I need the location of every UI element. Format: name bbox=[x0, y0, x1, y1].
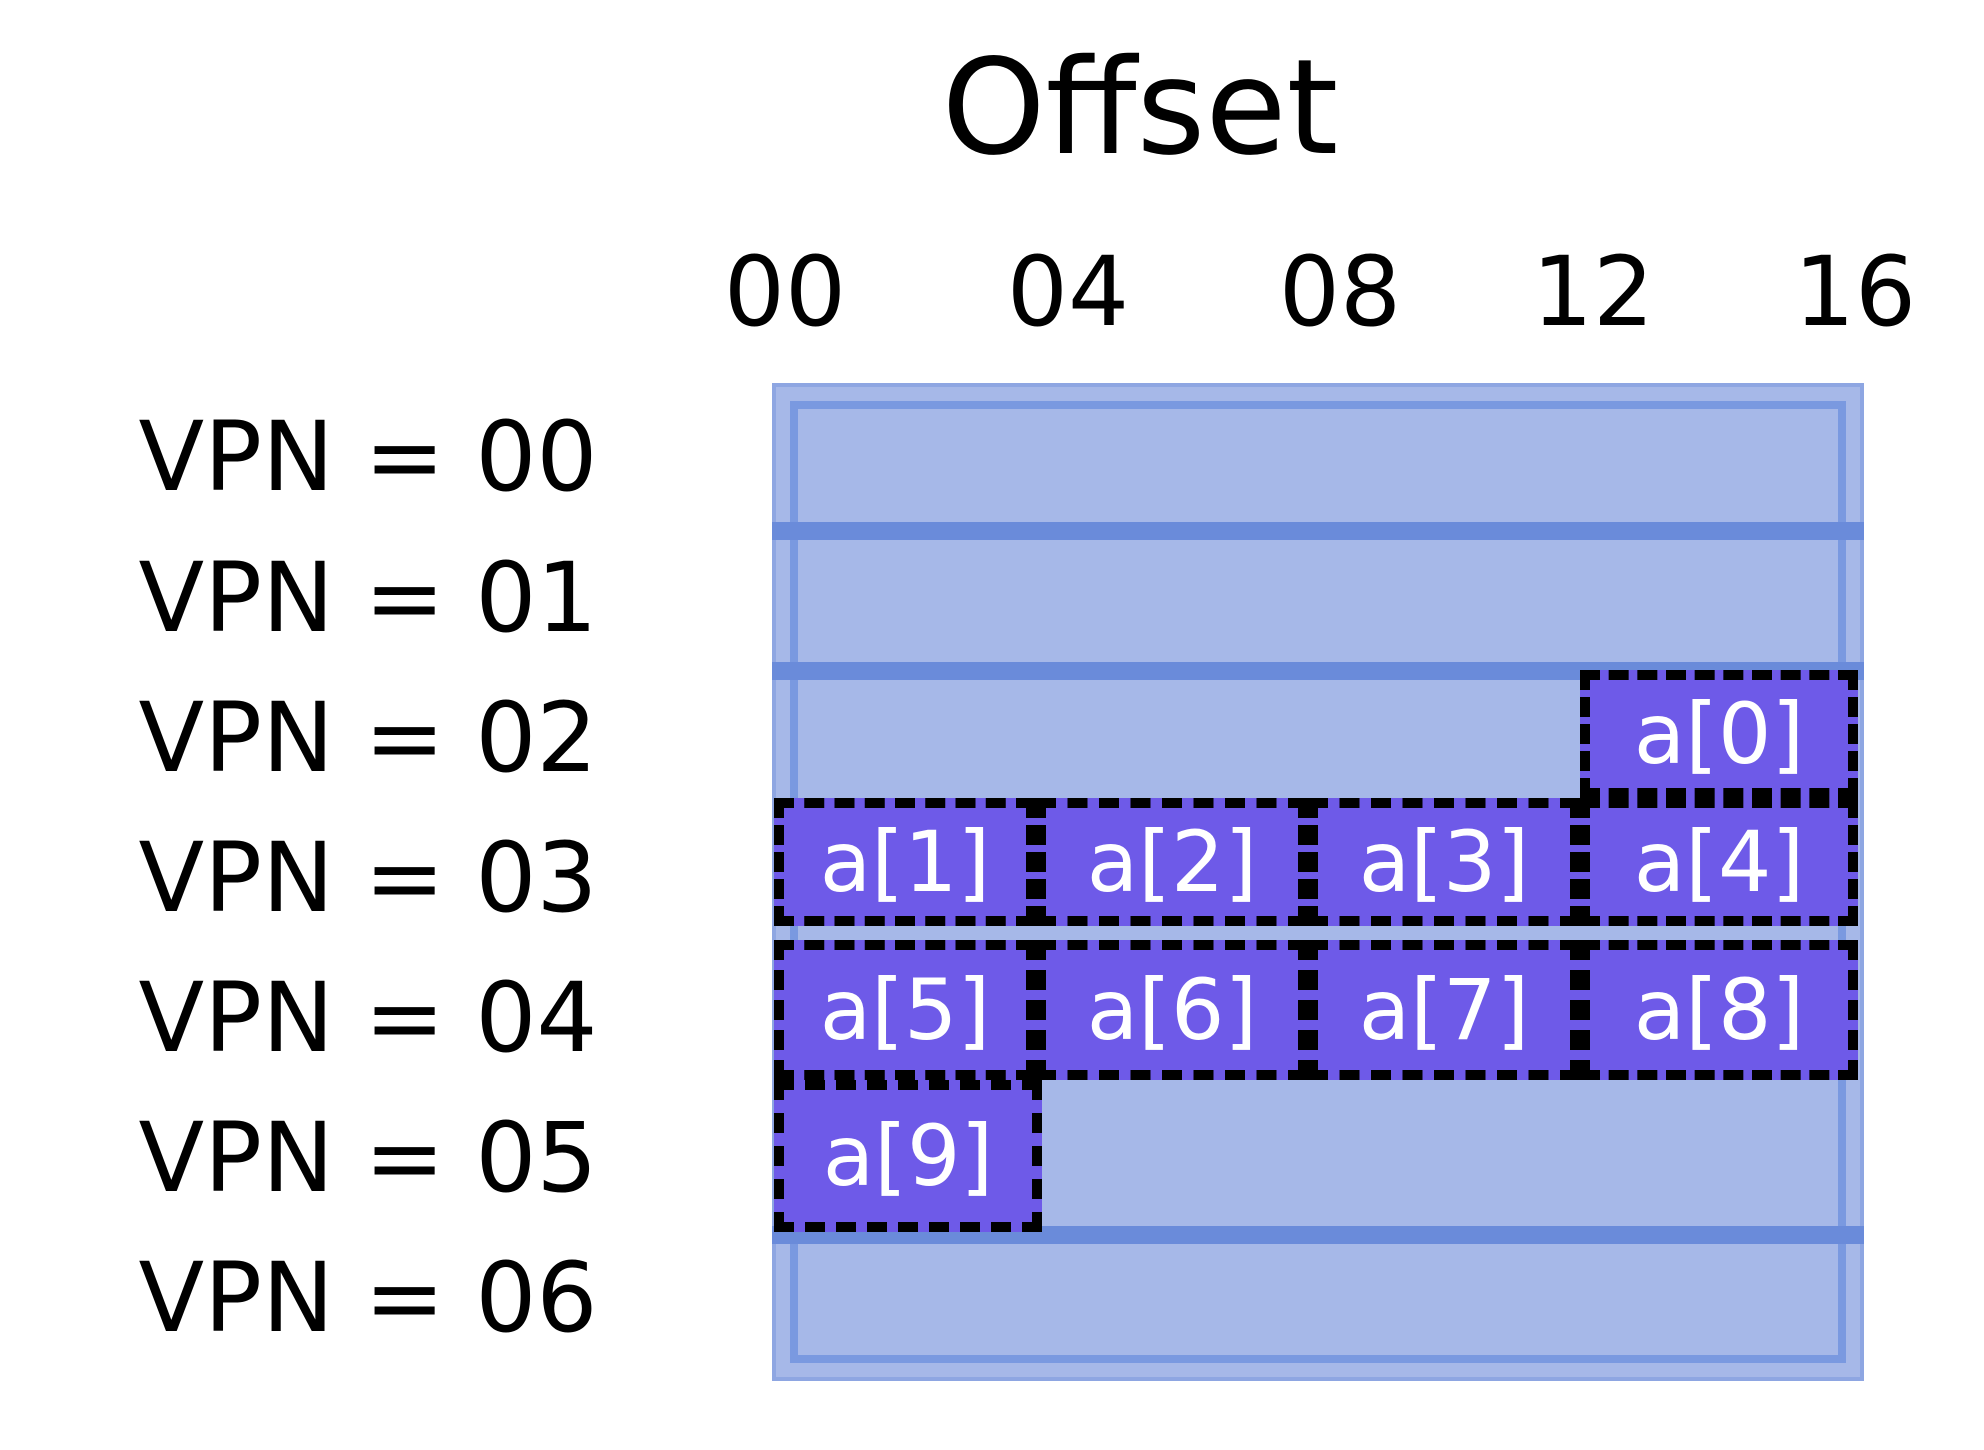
array-element-label: a[5] bbox=[819, 961, 991, 1059]
offset-tick-08: 08 bbox=[1278, 236, 1402, 348]
row-separator bbox=[772, 1226, 1864, 1244]
offset-tick-00: 00 bbox=[723, 236, 847, 348]
array-element-label: a[6] bbox=[1086, 961, 1258, 1059]
array-element-label: a[3] bbox=[1358, 813, 1530, 911]
row-label-vpn-05: VPN = 05 bbox=[138, 1102, 598, 1214]
array-element-label: a[7] bbox=[1358, 961, 1530, 1059]
array-element-a6: a[6] bbox=[1036, 940, 1308, 1080]
array-element-a0: a[0] bbox=[1580, 670, 1858, 798]
array-element-a9: a[9] bbox=[774, 1080, 1042, 1232]
array-element-label: a[2] bbox=[1086, 813, 1258, 911]
array-element-label: a[4] bbox=[1633, 813, 1805, 911]
array-element-a3: a[3] bbox=[1308, 798, 1580, 926]
array-element-a1: a[1] bbox=[774, 798, 1036, 926]
offset-tick-12: 12 bbox=[1531, 236, 1655, 348]
array-element-label: a[1] bbox=[819, 813, 991, 911]
row-separator bbox=[772, 522, 1864, 540]
array-element-a4: a[4] bbox=[1580, 798, 1858, 926]
row-label-vpn-01: VPN = 01 bbox=[138, 542, 598, 654]
row-label-vpn-04: VPN = 04 bbox=[138, 962, 598, 1074]
array-element-label: a[8] bbox=[1633, 961, 1805, 1059]
array-element-a7: a[7] bbox=[1308, 940, 1580, 1080]
offset-tick-04: 04 bbox=[1006, 236, 1130, 348]
offset-title: Offset bbox=[941, 31, 1339, 185]
row-label-vpn-06: VPN = 06 bbox=[138, 1242, 598, 1354]
array-element-label: a[9] bbox=[822, 1107, 994, 1205]
array-element-a2: a[2] bbox=[1036, 798, 1308, 926]
row-label-vpn-02: VPN = 02 bbox=[138, 682, 598, 794]
row-label-vpn-03: VPN = 03 bbox=[138, 822, 598, 934]
offset-tick-16: 16 bbox=[1793, 236, 1917, 348]
array-element-a8: a[8] bbox=[1580, 940, 1858, 1080]
array-element-label: a[0] bbox=[1633, 685, 1805, 783]
row-label-vpn-00: VPN = 00 bbox=[138, 401, 598, 513]
array-element-a5: a[5] bbox=[774, 940, 1036, 1080]
